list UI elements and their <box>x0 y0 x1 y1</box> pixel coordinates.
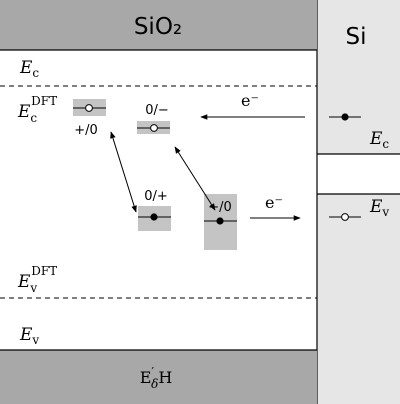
plus-zero-label: +/0 <box>74 123 98 138</box>
electron-label-bottom: e⁻ <box>265 193 283 212</box>
si-conduction-electron-icon <box>341 113 349 121</box>
ev-label: Ev <box>19 325 39 347</box>
transition-arrow-right <box>174 146 216 211</box>
minus-zero-label: −/0 <box>208 200 232 215</box>
transition-arrow-left <box>110 131 137 213</box>
silicon-bandgap <box>317 154 400 194</box>
filled-state-icon <box>150 213 158 221</box>
defect-level-plus-zero: +/0 <box>73 99 106 138</box>
defect-name-label: E′δH <box>140 365 173 391</box>
empty-state-icon <box>150 124 158 132</box>
oxide-valence-band <box>0 350 317 404</box>
empty-state-icon <box>85 104 93 112</box>
si-valence-hole-icon <box>341 213 349 221</box>
silicon-region <box>317 0 400 404</box>
si-ec-label: Ec <box>369 129 389 151</box>
filled-state-icon <box>216 217 224 225</box>
defect-level-minus-zero: −/0 <box>204 194 237 250</box>
ec-dft-label: EcDFT <box>17 94 57 125</box>
ec-label: Ec <box>19 58 39 80</box>
oxide-conduction-band <box>0 0 317 50</box>
oxide-label: SiO₂ <box>134 14 182 40</box>
electron-label-top: e⁻ <box>241 91 259 110</box>
si-ev-label: Ev <box>369 197 389 219</box>
silicon-label: Si <box>346 24 367 50</box>
defect-level-zero-plus: 0/+ <box>138 189 171 231</box>
ev-dft-label: EvDFT <box>17 264 57 295</box>
zero-plus-label: 0/+ <box>144 189 168 204</box>
defect-level-zero-minus: 0/− <box>137 103 170 134</box>
zero-minus-label: 0/− <box>145 103 169 118</box>
